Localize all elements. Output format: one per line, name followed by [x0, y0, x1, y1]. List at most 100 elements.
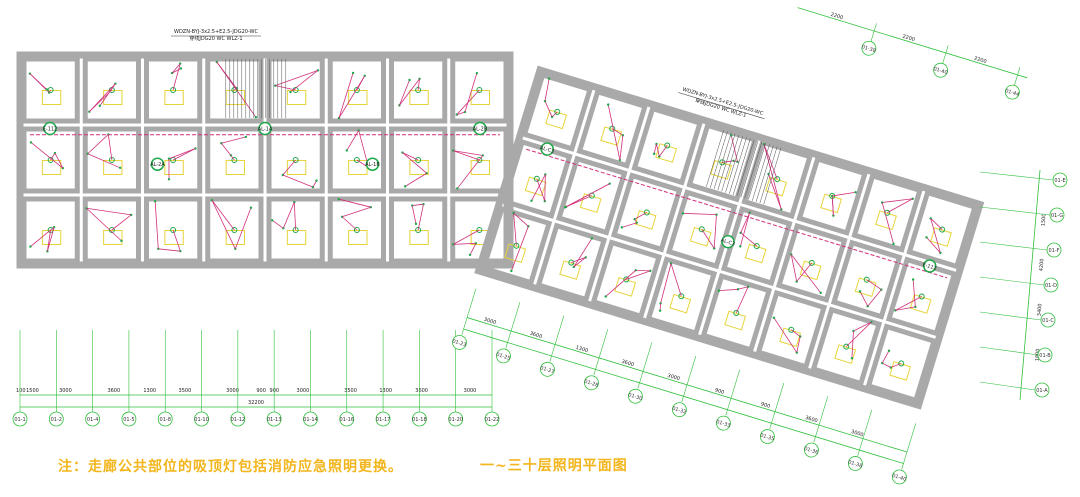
wire [29, 73, 47, 90]
bottom-right-dimension-chain: 300036001300360030009009003600300001-230… [451, 288, 917, 485]
switch-icon [925, 236, 928, 239]
room-wall [645, 256, 718, 337]
dimension-value: 3600 [415, 388, 428, 394]
wire [216, 61, 257, 118]
room-tag [103, 160, 123, 175]
switch-icon [658, 309, 662, 312]
room [796, 155, 869, 236]
wire [456, 111, 466, 115]
wire [544, 78, 550, 102]
axis-bubble [12, 411, 28, 427]
room-tag [504, 243, 527, 264]
room-tag [348, 230, 368, 245]
axis-bubble [484, 411, 500, 427]
wire [912, 279, 916, 307]
dimension-value: 100 [16, 388, 26, 394]
room-wall [686, 122, 759, 203]
light-fixture-icon [47, 87, 54, 93]
axis-bubble [194, 411, 209, 427]
wire [735, 286, 749, 314]
switch-icon [887, 349, 891, 352]
wire [682, 212, 717, 216]
wire [171, 68, 182, 74]
switch-icon [403, 185, 407, 188]
dimension-line [1019, 169, 1041, 401]
room [851, 172, 924, 253]
wire [338, 75, 366, 119]
wire [881, 202, 894, 244]
room-wall [830, 239, 903, 320]
axis-line [593, 329, 609, 376]
axis-line [901, 423, 917, 470]
switch-icon [468, 253, 472, 257]
room-tag [669, 293, 692, 314]
panel-marker [473, 121, 487, 136]
panel-marker [43, 121, 57, 136]
switch-icon [254, 115, 258, 119]
light-fixture-icon [774, 176, 781, 183]
room-tag [724, 310, 747, 331]
axis-label: 01-16 [340, 417, 355, 423]
switch-icon [858, 290, 862, 293]
wire [768, 173, 782, 210]
wire [171, 63, 181, 74]
cable-label: 穿线JDG20 WC WLZ-1 [189, 35, 242, 42]
room-tag [409, 160, 429, 175]
switch-icon [98, 104, 102, 108]
wire [739, 212, 751, 247]
panel-label: AL-1A [258, 127, 273, 133]
light-fixture-icon [698, 226, 705, 233]
wire [634, 212, 647, 220]
wire [513, 212, 517, 246]
light-fixture-icon [170, 227, 177, 233]
light-fixture-icon [353, 227, 360, 233]
wire [656, 143, 660, 157]
switch-icon [167, 178, 171, 181]
axis-bubble [1043, 277, 1059, 293]
switch-icon [911, 278, 915, 281]
switch-icon [929, 217, 932, 220]
wire [417, 204, 424, 231]
room-tag [614, 277, 637, 297]
axis-label: 01-C [1042, 318, 1054, 324]
wire [926, 237, 941, 254]
room-tag [710, 159, 733, 180]
wire [88, 83, 116, 113]
switch-icon [129, 213, 133, 217]
light-fixture-icon [918, 293, 925, 300]
axis-bubble [339, 411, 355, 427]
wire [411, 205, 417, 224]
room [144, 56, 203, 124]
light-fixture-icon [623, 276, 630, 283]
switch-icon [179, 67, 183, 70]
room-wall [327, 126, 386, 194]
wire [895, 306, 916, 311]
wire [404, 172, 427, 187]
axis-label: 01-40 [933, 66, 949, 76]
wire [763, 144, 778, 180]
dimension-value: 900 [760, 401, 771, 410]
axis-line [857, 409, 873, 456]
dimension-value: 1300 [379, 388, 392, 394]
axis-line [979, 311, 1042, 321]
axis-line [979, 381, 1036, 391]
axis-line [505, 302, 521, 349]
room-tag [909, 294, 932, 314]
wire [790, 254, 821, 294]
axis-label: 01-23 [451, 338, 467, 348]
switch-icon [618, 158, 622, 162]
switch-icon [510, 269, 513, 273]
room-wall [205, 126, 264, 194]
stair-step [759, 146, 778, 204]
axis-label: 01-A [1036, 388, 1048, 394]
room-wall [205, 56, 264, 124]
dimension-value: 3000 [483, 317, 497, 326]
axis-label: 01-27 [539, 365, 555, 375]
wire [740, 212, 751, 233]
room [327, 126, 386, 194]
leader-line [678, 92, 765, 120]
light-fixture-icon [353, 157, 360, 163]
wire [831, 195, 834, 216]
wire [796, 336, 801, 353]
wire [211, 200, 235, 231]
